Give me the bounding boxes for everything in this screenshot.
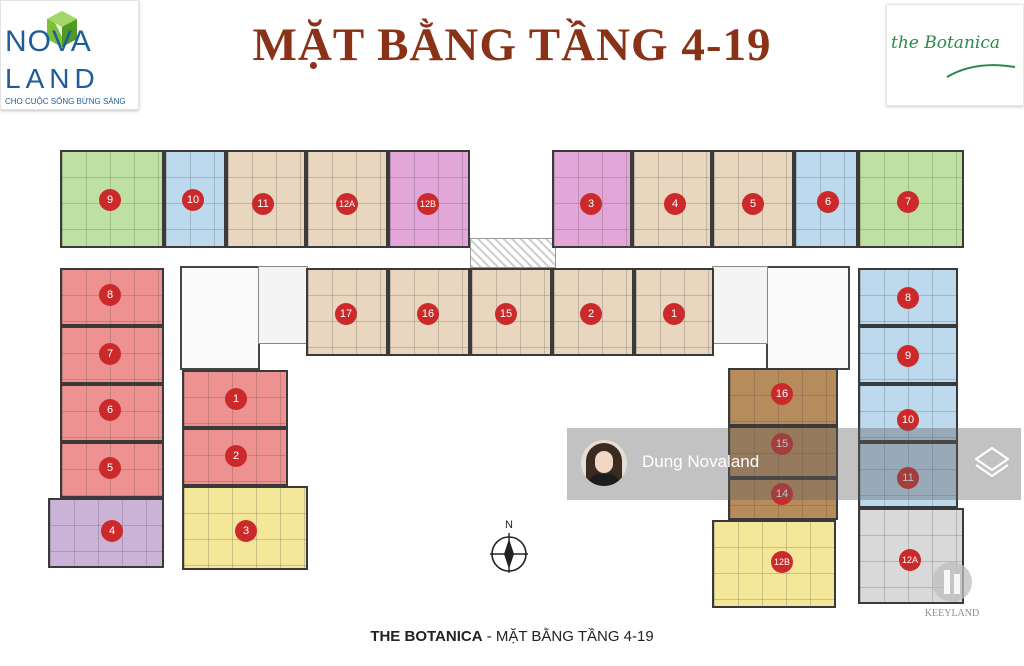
corridor-hatch	[470, 238, 556, 268]
unit-number-badge: 12A	[336, 193, 358, 215]
unit-number-badge: 9	[897, 345, 919, 367]
layers-icon[interactable]	[973, 445, 1011, 481]
stair-core-left	[180, 266, 260, 370]
unit-number-badge: 5	[99, 457, 121, 479]
unit-number-badge: 12A	[899, 549, 921, 571]
unit-number-badge: 16	[771, 383, 793, 405]
unit-number-badge: 3	[580, 193, 602, 215]
compass-north-label: N	[505, 519, 513, 531]
unit-number-badge: 7	[897, 191, 919, 213]
novaland-logo: NOVA LAND CHO CUỘC SỐNG BỪNG SÁNG	[0, 0, 139, 110]
lift-core-right	[712, 266, 768, 344]
lift-core-left	[258, 266, 308, 344]
logo-brand-bottom: LAND	[5, 63, 100, 94]
unit-12b	[712, 520, 836, 608]
unit-number-badge: 9	[99, 189, 121, 211]
unit-number-badge: 11	[252, 193, 274, 215]
unit-17	[306, 268, 388, 356]
caption: THE BOTANICA - MẶT BẰNG TẦNG 4-19	[0, 628, 1024, 645]
unit-2	[552, 268, 634, 356]
botanica-logo: the Botanica	[886, 4, 1024, 106]
cube-logo-icon	[47, 11, 77, 47]
unit-number-badge: 5	[742, 193, 764, 215]
unit-number-badge: 4	[101, 520, 123, 542]
unit-number-badge: 10	[897, 409, 919, 431]
unit-9	[858, 326, 958, 384]
agent-name[interactable]: Dung Novaland	[642, 452, 760, 471]
logo-brand-top: NOVA	[5, 25, 92, 58]
unit-number-badge: 17	[335, 303, 357, 325]
unit-number-badge: 8	[897, 287, 919, 309]
unit-number-badge: 6	[99, 399, 121, 421]
unit-number-badge: 12B	[417, 193, 439, 215]
unit-number-badge: 1	[225, 388, 247, 410]
caption-project: THE BOTANICA	[370, 628, 483, 645]
unit-number-badge: 10	[182, 189, 204, 211]
unit-number-badge: 2	[225, 445, 247, 467]
stair-core-right	[766, 266, 850, 370]
watermark-logo-icon: KEEYLAND	[925, 562, 979, 619]
agent-overlay[interactable]	[567, 428, 1021, 500]
unit-6	[794, 150, 858, 248]
unit-number-badge: 15	[771, 433, 793, 455]
unit-number-badge: 11	[897, 467, 919, 489]
logo-tagline: CHO CUỘC SỐNG BỪNG SÁNG	[5, 97, 126, 106]
swoosh-icon	[946, 64, 1016, 78]
watermark-text: KEEYLAND	[925, 608, 979, 619]
unit-number-badge: 12B	[771, 551, 793, 573]
unit-number-badge: 16	[417, 303, 439, 325]
unit-number-badge: 3	[235, 520, 257, 542]
botanica-brand: the Botanica	[891, 33, 1000, 53]
unit-number-badge: 8	[99, 284, 121, 306]
compass-icon: N	[490, 519, 528, 573]
unit-number-badge: 14	[771, 483, 793, 505]
unit-number-badge: 2	[580, 303, 602, 325]
page-title: MẶT BẰNG TẦNG 4-19	[252, 19, 772, 71]
unit-number-badge: 1	[663, 303, 685, 325]
unit-number-badge: 4	[664, 193, 686, 215]
unit-7	[858, 150, 964, 248]
avatar[interactable]	[581, 440, 627, 486]
unit-number-badge: 15	[495, 303, 517, 325]
unit-number-badge: 6	[817, 191, 839, 213]
unit-number-badge: 7	[99, 343, 121, 365]
caption-floor: - MẶT BẰNG TẦNG 4-19	[482, 628, 654, 645]
